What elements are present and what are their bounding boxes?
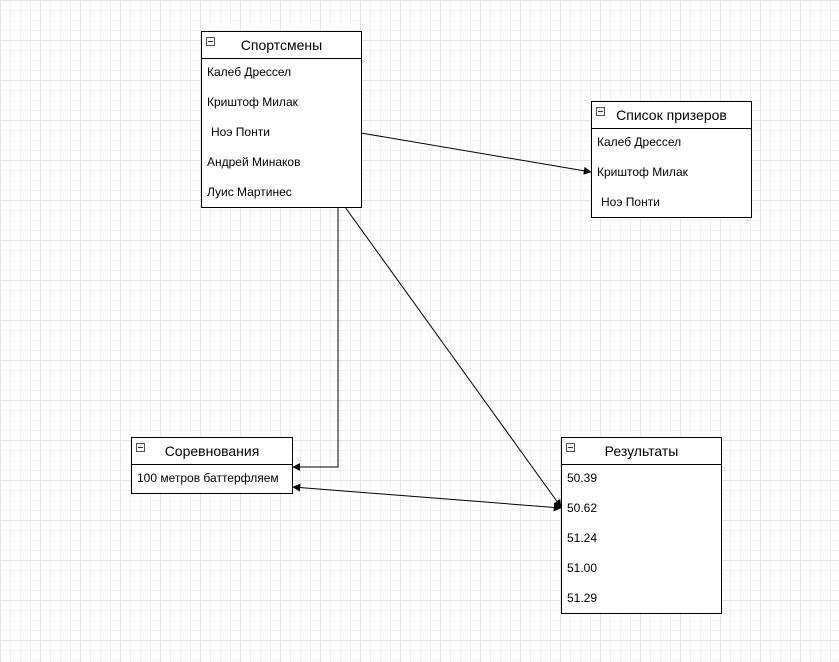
entity-header[interactable]: Список призеров [592, 102, 751, 129]
entity-title: Результаты [604, 443, 679, 459]
entity-row[interactable]: Ноэ Понти [601, 195, 660, 209]
entity-row[interactable]: Ноэ Понти [211, 125, 270, 139]
entity-athletes[interactable]: Спортсмены Калеб Дрессел Криштоф Милак Н… [201, 31, 362, 208]
entity-row[interactable]: 51.24 [567, 531, 598, 545]
entity-results[interactable]: Результаты 50.39 50.62 51.24 51.00 51.29 [561, 437, 722, 614]
entity-title: Список призеров [616, 107, 727, 123]
collapse-icon[interactable] [206, 37, 215, 46]
entity-row[interactable]: 100 метров баттерфляем [137, 471, 279, 485]
entity-row[interactable]: 51.29 [567, 591, 598, 605]
entity-row[interactable]: 50.39 [567, 471, 598, 485]
entity-header[interactable]: Спортсмены [202, 32, 361, 59]
entity-header[interactable]: Результаты [562, 438, 721, 465]
entity-title: Соревнования [164, 443, 260, 459]
collapse-icon[interactable] [566, 443, 575, 452]
entity-row[interactable]: Луис Мартинес [207, 185, 292, 199]
entity-row[interactable]: Криштоф Милак [597, 165, 688, 179]
edge-competitions-results[interactable] [292, 483, 562, 512]
edge-athletes-to-competitions[interactable] [292, 207, 339, 471]
collapse-icon[interactable] [596, 107, 605, 116]
entity-competitions[interactable]: Соревнования 100 метров баттерфляем [131, 437, 293, 494]
entity-row[interactable]: 51.00 [567, 561, 598, 575]
edge-athletes-to-winners[interactable] [360, 132, 592, 175]
entity-row[interactable]: 50.62 [567, 501, 598, 515]
entity-header[interactable]: Соревнования [132, 438, 292, 465]
edge-athletes-to-results[interactable] [344, 206, 562, 508]
entity-row[interactable]: Криштоф Милак [207, 95, 298, 109]
entity-row[interactable]: Калеб Дрессел [597, 135, 682, 149]
entity-winners[interactable]: Список призеров Калеб Дрессел Криштоф Ми… [591, 101, 752, 218]
entity-row[interactable]: Андрей Минаков [207, 155, 301, 169]
collapse-icon[interactable] [136, 443, 145, 452]
entity-title: Спортсмены [240, 37, 323, 53]
entity-row[interactable]: Калеб Дрессел [207, 65, 292, 79]
